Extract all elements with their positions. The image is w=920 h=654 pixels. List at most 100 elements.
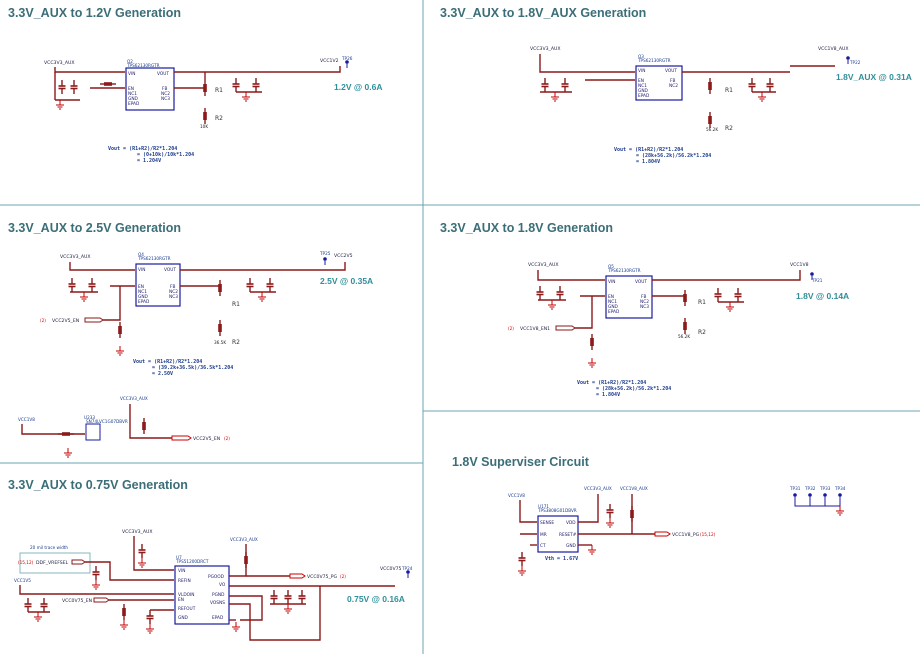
pin-label: EN [128,86,134,92]
rail-spec: 2.5V @ 0.35A [320,276,373,286]
pin-label: FB [170,284,175,290]
pin-label: VOUT [164,267,176,273]
pin-label: NC3 [161,96,170,102]
rail-spec: 1.8V_AUX @ 0.31A [836,72,912,82]
input-net-label: VCC3V3_AUX [44,60,75,66]
r2-label: R2 [698,329,706,336]
pin-label: VIN [138,267,145,273]
vdd-net-label: VCC3V3_AUX [584,486,612,491]
sense-net-label: VCC1V8 [508,493,525,498]
r2-label: R2 [725,125,733,132]
section-2v5: 3.3V_AUX to 2.5V Generation VCC3V3_AUX Q… [8,221,373,458]
rail-spec: 1.2V @ 0.6A [334,82,382,92]
testpoint-label: TP25 [319,251,331,256]
regulator-ic [635,65,683,101]
output-net-label: VCC1V8_AUX [818,46,849,52]
vout-equation: = (39.2k+36.5k)/36.5k*1.204 [152,365,233,371]
input-net-label: VCC3V3_AUX [528,262,559,268]
pullup-net-label: VCC1V8_AUX [620,486,648,491]
section-title: 3.3V_AUX to 1.2V Generation [8,6,181,20]
pgood-pullup-net: VCC3V3_AUX [230,537,258,542]
input-net-label: VCC3V3_AUX [530,46,561,52]
pgood-net-label: VCC0V75_PG [307,574,338,580]
pin-label: GND [608,304,619,310]
section-1v8: 3.3V_AUX to 1.8V Generation VCC3V3_AUX Q… [440,221,849,398]
pin-label: VLDOIN [178,592,195,598]
pin-label: VIN [638,68,645,74]
pin-label: NC2 [669,83,678,89]
ic-part: TPS62130RGTR [637,58,671,63]
testpoint-label: TP33 [819,486,831,491]
regulator-ic [125,67,175,111]
vout-equation: = 2.50V [152,371,173,377]
buffer-supply-net: VCC3V3_AUX [120,396,148,401]
vout-equation: Vout = (R1+R2)/R2*1.204 [577,380,646,386]
ic-ref: U7 [176,555,182,560]
r1-label: R1 [725,87,733,94]
pin-label: GND [178,615,189,621]
pin-label: VOSNS [210,600,225,606]
rail-spec: 0.75V @ 0.16A [347,594,405,604]
section-title: 1.8V Superviser Circuit [452,455,590,469]
section-title: 3.3V_AUX to 1.8V Generation [440,221,613,235]
r1-label: R1 [215,87,223,94]
testpoint-label: TP32 [804,486,816,491]
en-net-label: VCC1V8_EN1 [520,326,550,332]
vout-equation: Vout = (R1+R2)/R2*1.204 [133,359,202,365]
pin-label: RESET# [559,532,577,538]
input-net-label: VCC3V3_AUX [60,254,91,260]
pin-label: PGOOD [208,574,225,580]
buffer-part: SN74LVC1G07DBVR [86,419,128,424]
en-net-label: VCC0V75_EN [62,598,92,604]
reset-net-label: VCC1V8_PG [672,532,700,538]
buffer-input-net: VCC1V8 [18,417,35,422]
pin-label: NC3 [640,304,649,310]
rail-spec: 1.8V @ 0.14A [796,291,849,301]
r2-value: 56.2K [706,127,718,132]
en-net-label: VCC2V5_EN [52,318,79,324]
r2-value: 10K [200,124,208,129]
pin-label: EPAD [212,615,224,621]
pin-label: GND [138,294,149,300]
section-title: 3.3V_AUX to 2.5V Generation [8,221,181,235]
vout-equation: = 1.204V [137,158,161,164]
pin-label: EN [138,284,144,290]
testpoint-label: TP34 [834,486,846,491]
output-net-label: VCC2V5 [334,253,353,259]
pin-label: FB [162,86,167,92]
ic-ref: Q3 [638,54,644,59]
ic-part: TPS62130RGTR [607,268,641,273]
trace-note: 20 mil trace width [30,545,68,550]
vin-net-label: VCC1V5 [14,578,31,583]
pin-label: FB [670,78,675,84]
r2-value: 56.2K [678,334,690,339]
output-net-label: VCC0V75 [380,566,402,572]
vout-equation: = (0+10k)/10k*1.204 [137,152,194,158]
pin-label: GND [128,96,139,102]
ref-flag: (15,12) [18,560,34,565]
output-net-label: VCC1V2 [320,58,339,64]
r2-value: 36.5K [214,340,226,345]
input-net-label: VCC3V3_AUX [122,529,153,535]
en-flag: (2) [40,318,46,323]
buffer-output-net: VCC2V5_EN [193,436,220,442]
section-1v8-aux: 3.3V_AUX to 1.8V_AUX Generation VCC3V3_A… [440,6,912,165]
vout-equation: = 1.804V [596,392,620,398]
threshold-note: Vth = 1.67V [545,556,578,562]
pin-label: EPAD [138,299,150,305]
ic-part: TPS62130RGTR [137,256,171,261]
pin-label: EPAD [128,101,140,107]
buffer-ic [85,423,101,441]
ref-net-label: DDF_VREFSEL [36,560,69,566]
buffer-output-flag: (2) [224,436,230,441]
pin-label: VIN [128,71,135,77]
pin-label: GND [566,543,577,549]
ic-part: TPS3808G01DBVR [537,508,577,513]
pin-label: EN [638,78,644,84]
testpoint-label: TP31 [789,486,801,491]
pin-label: VIN [608,279,615,285]
r1-label: R1 [698,299,706,306]
reset-flag: (15,12) [700,532,716,537]
